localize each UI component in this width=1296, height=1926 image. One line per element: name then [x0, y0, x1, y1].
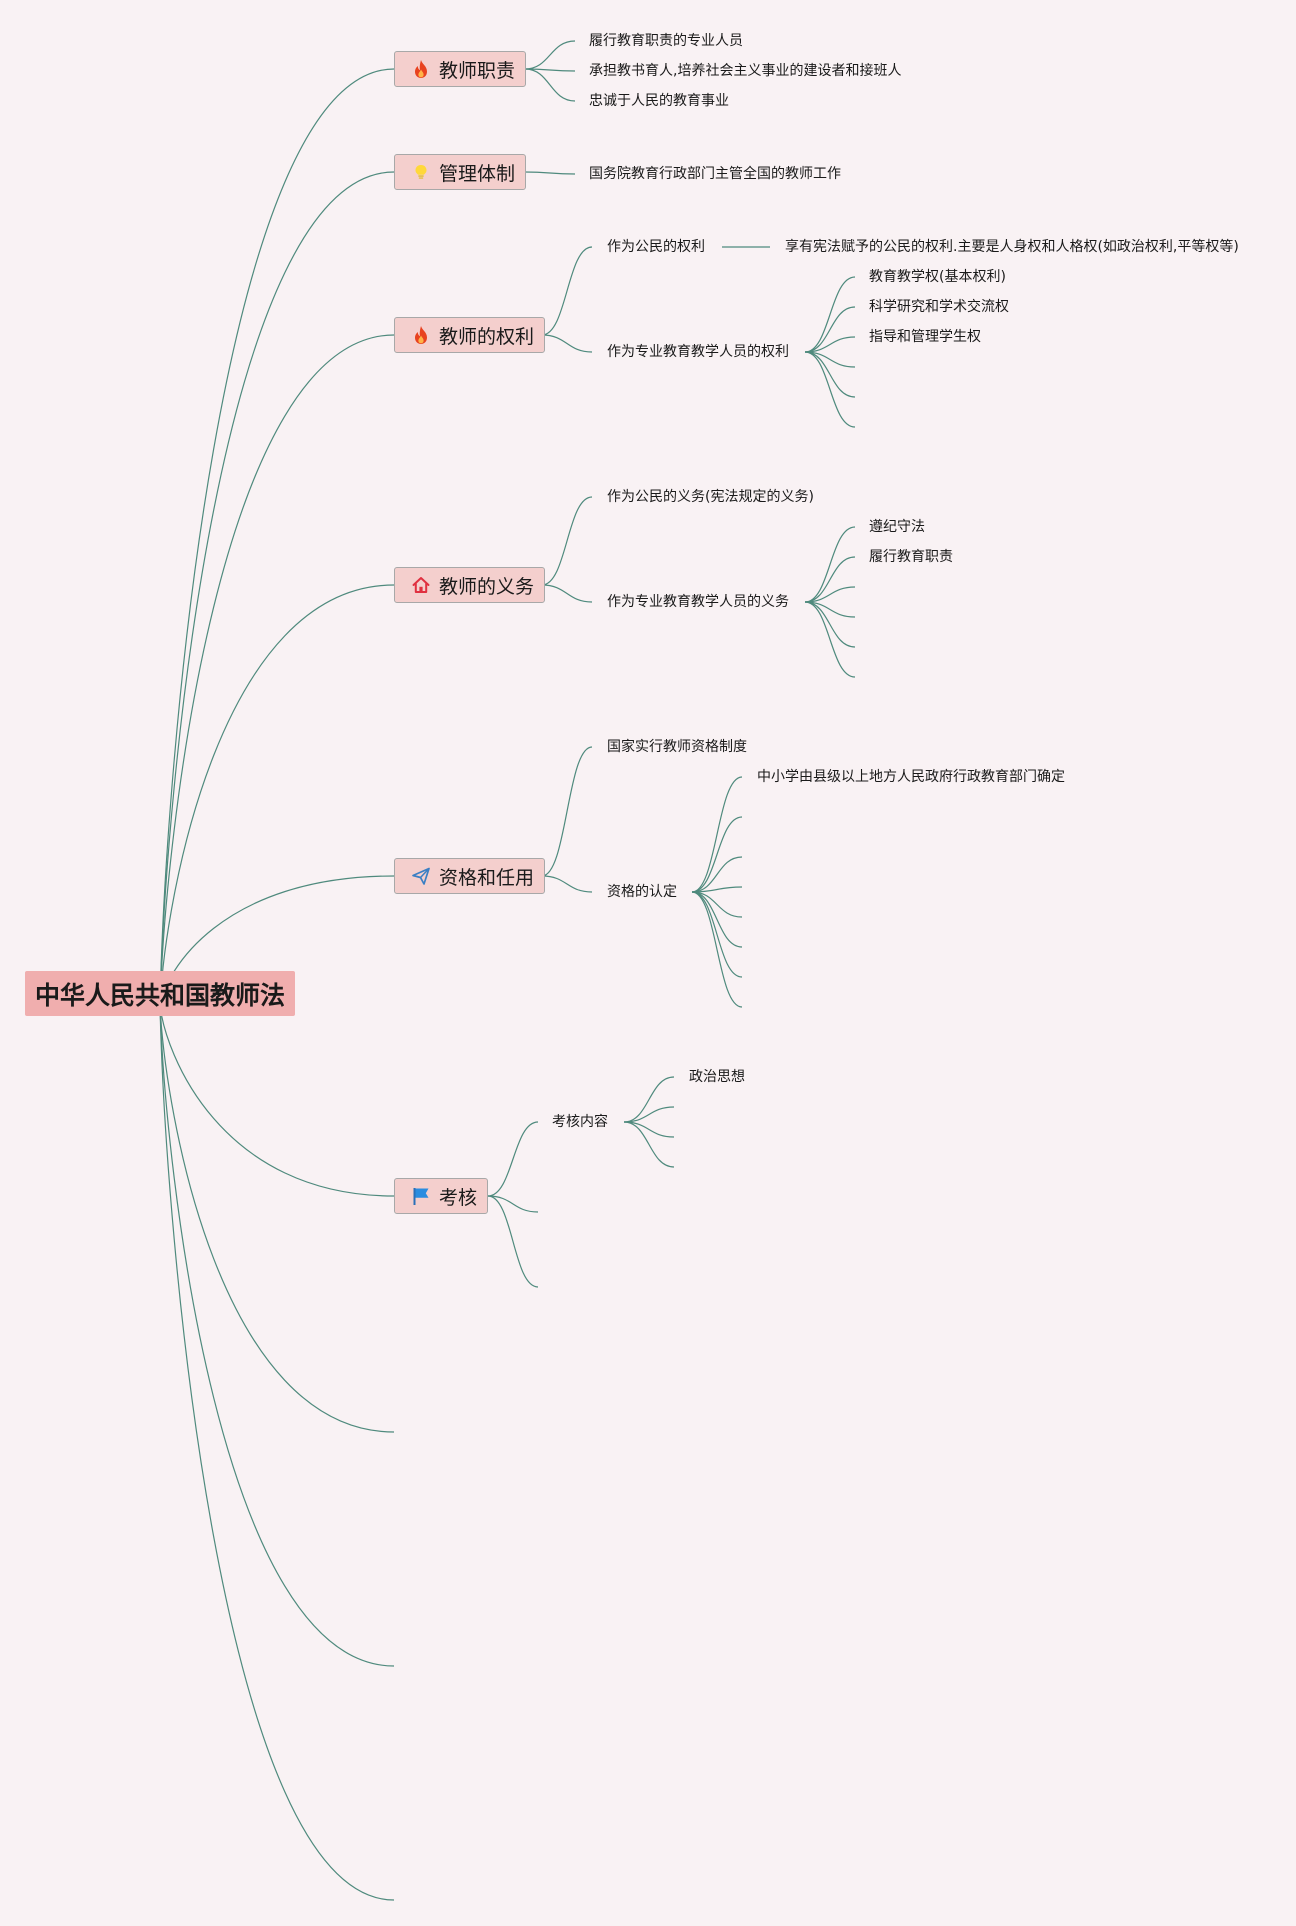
root-connector	[159, 584, 395, 1006]
connector-line	[804, 306, 856, 353]
topic-label: 考核	[439, 1186, 478, 1209]
connector-line	[541, 334, 593, 353]
topic-teacher-rights[interactable]: 教师的权利	[394, 317, 546, 353]
root-connector	[159, 171, 395, 1006]
connector-line	[804, 601, 856, 648]
connector-line	[524, 40, 576, 70]
root-connector	[159, 1004, 395, 1901]
subtopic-citizen-rights[interactable]: 作为公民的权利	[607, 239, 705, 255]
topic-assessment[interactable]: 考核	[394, 1178, 489, 1214]
connector-line	[487, 1121, 539, 1197]
list-item[interactable]: 国务院教育行政部门主管全国的教师工作	[589, 166, 841, 182]
connector-line	[623, 1106, 675, 1123]
connector-line	[804, 586, 856, 603]
topic-label: 教师的权利	[439, 325, 535, 348]
paper-plane-icon	[412, 867, 430, 885]
connector-line	[541, 746, 593, 877]
root-connector	[159, 1004, 395, 1667]
connector-line	[541, 246, 593, 336]
connector-line	[524, 171, 576, 175]
connector-line	[623, 1076, 675, 1123]
subtopic-professional-obligations[interactable]: 作为专业教育教学人员的义务	[607, 594, 789, 610]
connector-line	[804, 351, 856, 368]
list-item[interactable]: 科学研究和学术交流权	[869, 299, 1009, 315]
connector-line	[804, 351, 856, 428]
topic-label: 资格和任用	[439, 866, 535, 889]
topic-label: 教师职责	[439, 59, 516, 82]
topic-teacher-obligations[interactable]: 教师的义务	[394, 567, 546, 603]
flag-icon	[413, 1188, 429, 1205]
topic-teacher-duties[interactable]: 教师职责	[394, 51, 527, 87]
subtopic-qualification-recognition[interactable]: 资格的认定	[607, 884, 677, 900]
list-item[interactable]: 履行教育职责的专业人员	[589, 33, 743, 49]
topic-qualification-appointment[interactable]: 资格和任用	[394, 858, 546, 894]
house-icon	[412, 577, 430, 593]
connector-line	[691, 856, 743, 893]
connector-line	[804, 556, 856, 603]
subtopic-qualification-system[interactable]: 国家实行教师资格制度	[607, 739, 747, 755]
list-item[interactable]: 遵纪守法	[869, 519, 925, 535]
lightbulb-icon	[415, 165, 427, 179]
topic-label: 管理体制	[439, 162, 516, 185]
list-item[interactable]: 指导和管理学生权	[869, 329, 981, 345]
connector-line	[804, 336, 856, 353]
connector-line	[804, 351, 856, 398]
list-item[interactable]: 教育教学权(基本权利)	[869, 269, 1006, 285]
fire-icon	[415, 60, 427, 78]
subtopic-assessment-content[interactable]: 考核内容	[552, 1114, 608, 1130]
root-connector	[159, 334, 395, 1006]
root-topic[interactable]: 中华人民共和国教师法	[25, 971, 295, 1016]
connector-line	[691, 886, 743, 893]
root-connector	[159, 1004, 395, 1433]
connector-line	[541, 496, 593, 586]
connector-line	[541, 875, 593, 893]
connector-line	[691, 776, 743, 893]
topic-management-system[interactable]: 管理体制	[394, 154, 527, 190]
root-connector	[159, 1004, 395, 1197]
connector-line	[691, 891, 743, 1008]
connector-line	[804, 601, 856, 678]
subtopic-citizen-obligations[interactable]: 作为公民的义务(宪法规定的义务)	[607, 489, 814, 505]
list-item[interactable]: 承担教书育人,培养社会主义事业的建设者和接班人	[589, 63, 902, 79]
connector-line	[487, 1195, 539, 1213]
topic-label: 教师的义务	[439, 575, 535, 598]
list-item[interactable]: 中小学由县级以上地方人民政府行政教育部门确定	[757, 769, 1065, 785]
fire-icon	[415, 326, 427, 344]
connector-line	[691, 816, 743, 893]
connector-line	[623, 1121, 675, 1168]
connector-line	[804, 276, 856, 353]
connector-line	[487, 1195, 539, 1288]
subtopic-professional-rights[interactable]: 作为专业教育教学人员的权利	[607, 344, 789, 360]
list-item[interactable]: 政治思想	[689, 1069, 745, 1085]
connector-line	[691, 891, 743, 948]
connector-line	[623, 1121, 675, 1138]
connector-line	[541, 584, 593, 603]
list-item[interactable]: 忠诚于人民的教育事业	[589, 93, 729, 109]
connector-line	[804, 601, 856, 618]
root-connector	[159, 68, 395, 1006]
list-item[interactable]: 履行教育职责	[869, 549, 953, 565]
connector-line	[524, 68, 576, 102]
connector-line	[804, 526, 856, 603]
list-item[interactable]: 享有宪法赋予的公民的权利.主要是人身权和人格权(如政治权利,平等权等)	[785, 239, 1239, 255]
